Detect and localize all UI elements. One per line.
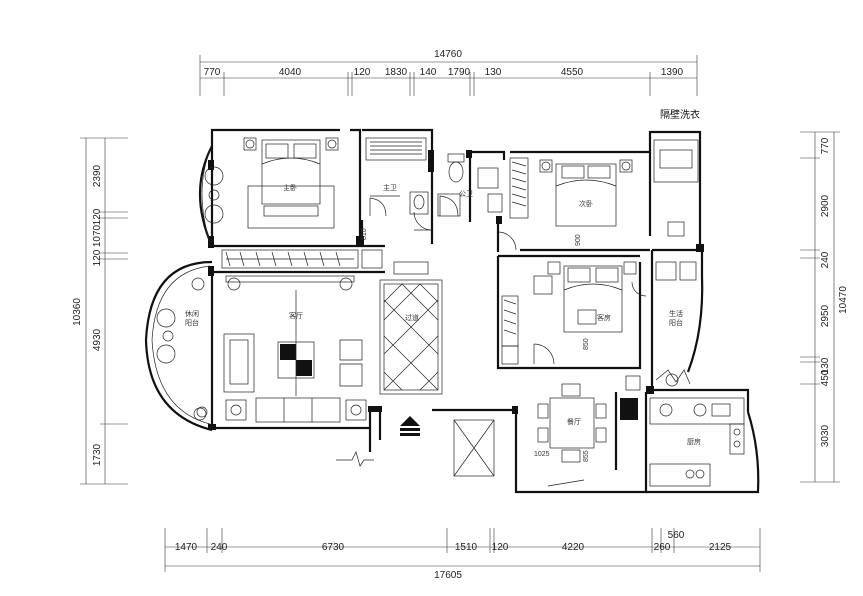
- dim-bottom-total: 17605: [434, 570, 462, 581]
- room-label-line: 生活: [669, 309, 683, 318]
- room-label-guest-room: 客房: [597, 313, 611, 322]
- dim-top-seg: 1790: [448, 67, 471, 78]
- room-label-public-bath: 公卫: [459, 190, 473, 198]
- dim-top-seg: 4550: [561, 67, 584, 78]
- room-label-passage: 过道: [405, 313, 419, 322]
- dim-top-seg: 140: [420, 67, 437, 78]
- dim-bottom-seg: 120: [492, 542, 509, 553]
- dim-bottom-seg: 4220: [562, 542, 585, 553]
- dim-top-seg: 770: [204, 67, 221, 78]
- dim-right-seg: 240: [820, 251, 831, 268]
- plant-icon: [196, 373, 679, 418]
- door-swings: [413, 211, 647, 365]
- inner-dim-label: 810: [361, 228, 368, 240]
- laundry-note: 隔壁洗衣: [660, 108, 700, 121]
- right-dimension-chain: 10470 770 2900 240 2950 130 450 3030: [800, 131, 849, 483]
- room-label-second-bedroom: 次卧: [579, 199, 593, 208]
- living-room-furniture: [223, 275, 367, 423]
- kitchen-fixtures: [649, 397, 745, 487]
- dim-left-seg: 4930: [92, 328, 103, 351]
- dim-right-seg: 450: [820, 369, 831, 386]
- room-label-living-room: 客厅: [289, 311, 303, 320]
- room-label-line: 阳台: [185, 318, 199, 327]
- passage-floor: [379, 261, 443, 395]
- balcony-chairs-top: [204, 166, 224, 224]
- dim-right-total: 10470: [838, 286, 849, 314]
- dim-top-total: 14760: [434, 49, 462, 60]
- inner-dimensions: 810 900 850 1025 855: [361, 228, 590, 462]
- dim-right-seg: 2900: [820, 194, 831, 217]
- dim-bottom-seg: 6730: [322, 542, 345, 553]
- inner-dim-label: 855: [583, 450, 590, 462]
- dim-top-seg: 130: [485, 67, 502, 78]
- dim-right-seg: 130: [820, 357, 831, 374]
- shaft: [453, 419, 495, 477]
- dim-left-seg: 2390: [92, 164, 103, 187]
- dim-right-seg: 2950: [820, 304, 831, 327]
- master-bath-fixtures: [365, 137, 429, 217]
- laundry-fixtures: [653, 139, 699, 237]
- left-dimension-chain: 10360 2390 120 1070 120 4930 1730: [72, 137, 128, 485]
- landscape-balcony-curves: [144, 145, 214, 432]
- dim-bottom-seg: 2125: [709, 542, 732, 553]
- dining-table: [537, 375, 641, 487]
- room-label-line: 阳台: [669, 318, 683, 327]
- guest-room-furniture: [501, 261, 637, 365]
- room-label-master-bath: 主卫: [383, 183, 397, 192]
- top-dimension-chain: 14760 770 4040 120 1830 140 1790 130 455…: [199, 49, 698, 96]
- second-bed: [539, 159, 633, 227]
- dim-bottom-small: 560: [668, 530, 685, 541]
- break-line: [336, 451, 374, 467]
- dim-top-seg: 1830: [385, 67, 408, 78]
- dim-left-seg: 1730: [92, 443, 103, 466]
- bottom-dimension-chain: 1470 240 6730 1510 120 4220 260 2125 560…: [164, 528, 761, 581]
- service-balcony-fixtures: [655, 261, 697, 385]
- dim-top-seg: 4040: [279, 67, 302, 78]
- dim-bottom-seg: 240: [211, 542, 228, 553]
- room-label-dining-room: 餐厅: [567, 417, 581, 426]
- room-label-line: 休闲: [185, 309, 199, 318]
- inner-dim-label: 900: [575, 234, 582, 246]
- dim-bottom-seg: 260: [654, 542, 671, 553]
- dim-bottom-seg: 1510: [455, 542, 478, 553]
- dim-left-seg: 1070: [92, 224, 103, 247]
- wall-columns: [208, 150, 704, 430]
- dim-left-total: 10360: [72, 298, 83, 326]
- dim-top-seg: 1390: [661, 67, 684, 78]
- room-label-kitchen: 厨房: [687, 437, 701, 446]
- inner-dim-label: 850: [583, 338, 590, 350]
- dim-right-seg: 3030: [820, 424, 831, 447]
- wardrobe-vertical: [509, 157, 529, 219]
- public-bath-fixtures: [437, 153, 503, 217]
- dim-bottom-seg: 1470: [175, 542, 198, 553]
- entry-arrow-icon: [400, 416, 420, 436]
- inner-dim-label: 1025: [534, 451, 550, 458]
- balcony-chairs-bottom: [156, 277, 207, 421]
- dim-top-seg: 120: [354, 67, 371, 78]
- dim-left-seg: 120: [92, 249, 103, 266]
- room-label-master-bedroom: 主卧: [283, 183, 297, 192]
- dim-right-seg: 770: [820, 137, 831, 154]
- wardrobe-strip: [221, 249, 383, 269]
- dim-left-seg: 120: [92, 208, 103, 225]
- master-bed: [243, 137, 339, 229]
